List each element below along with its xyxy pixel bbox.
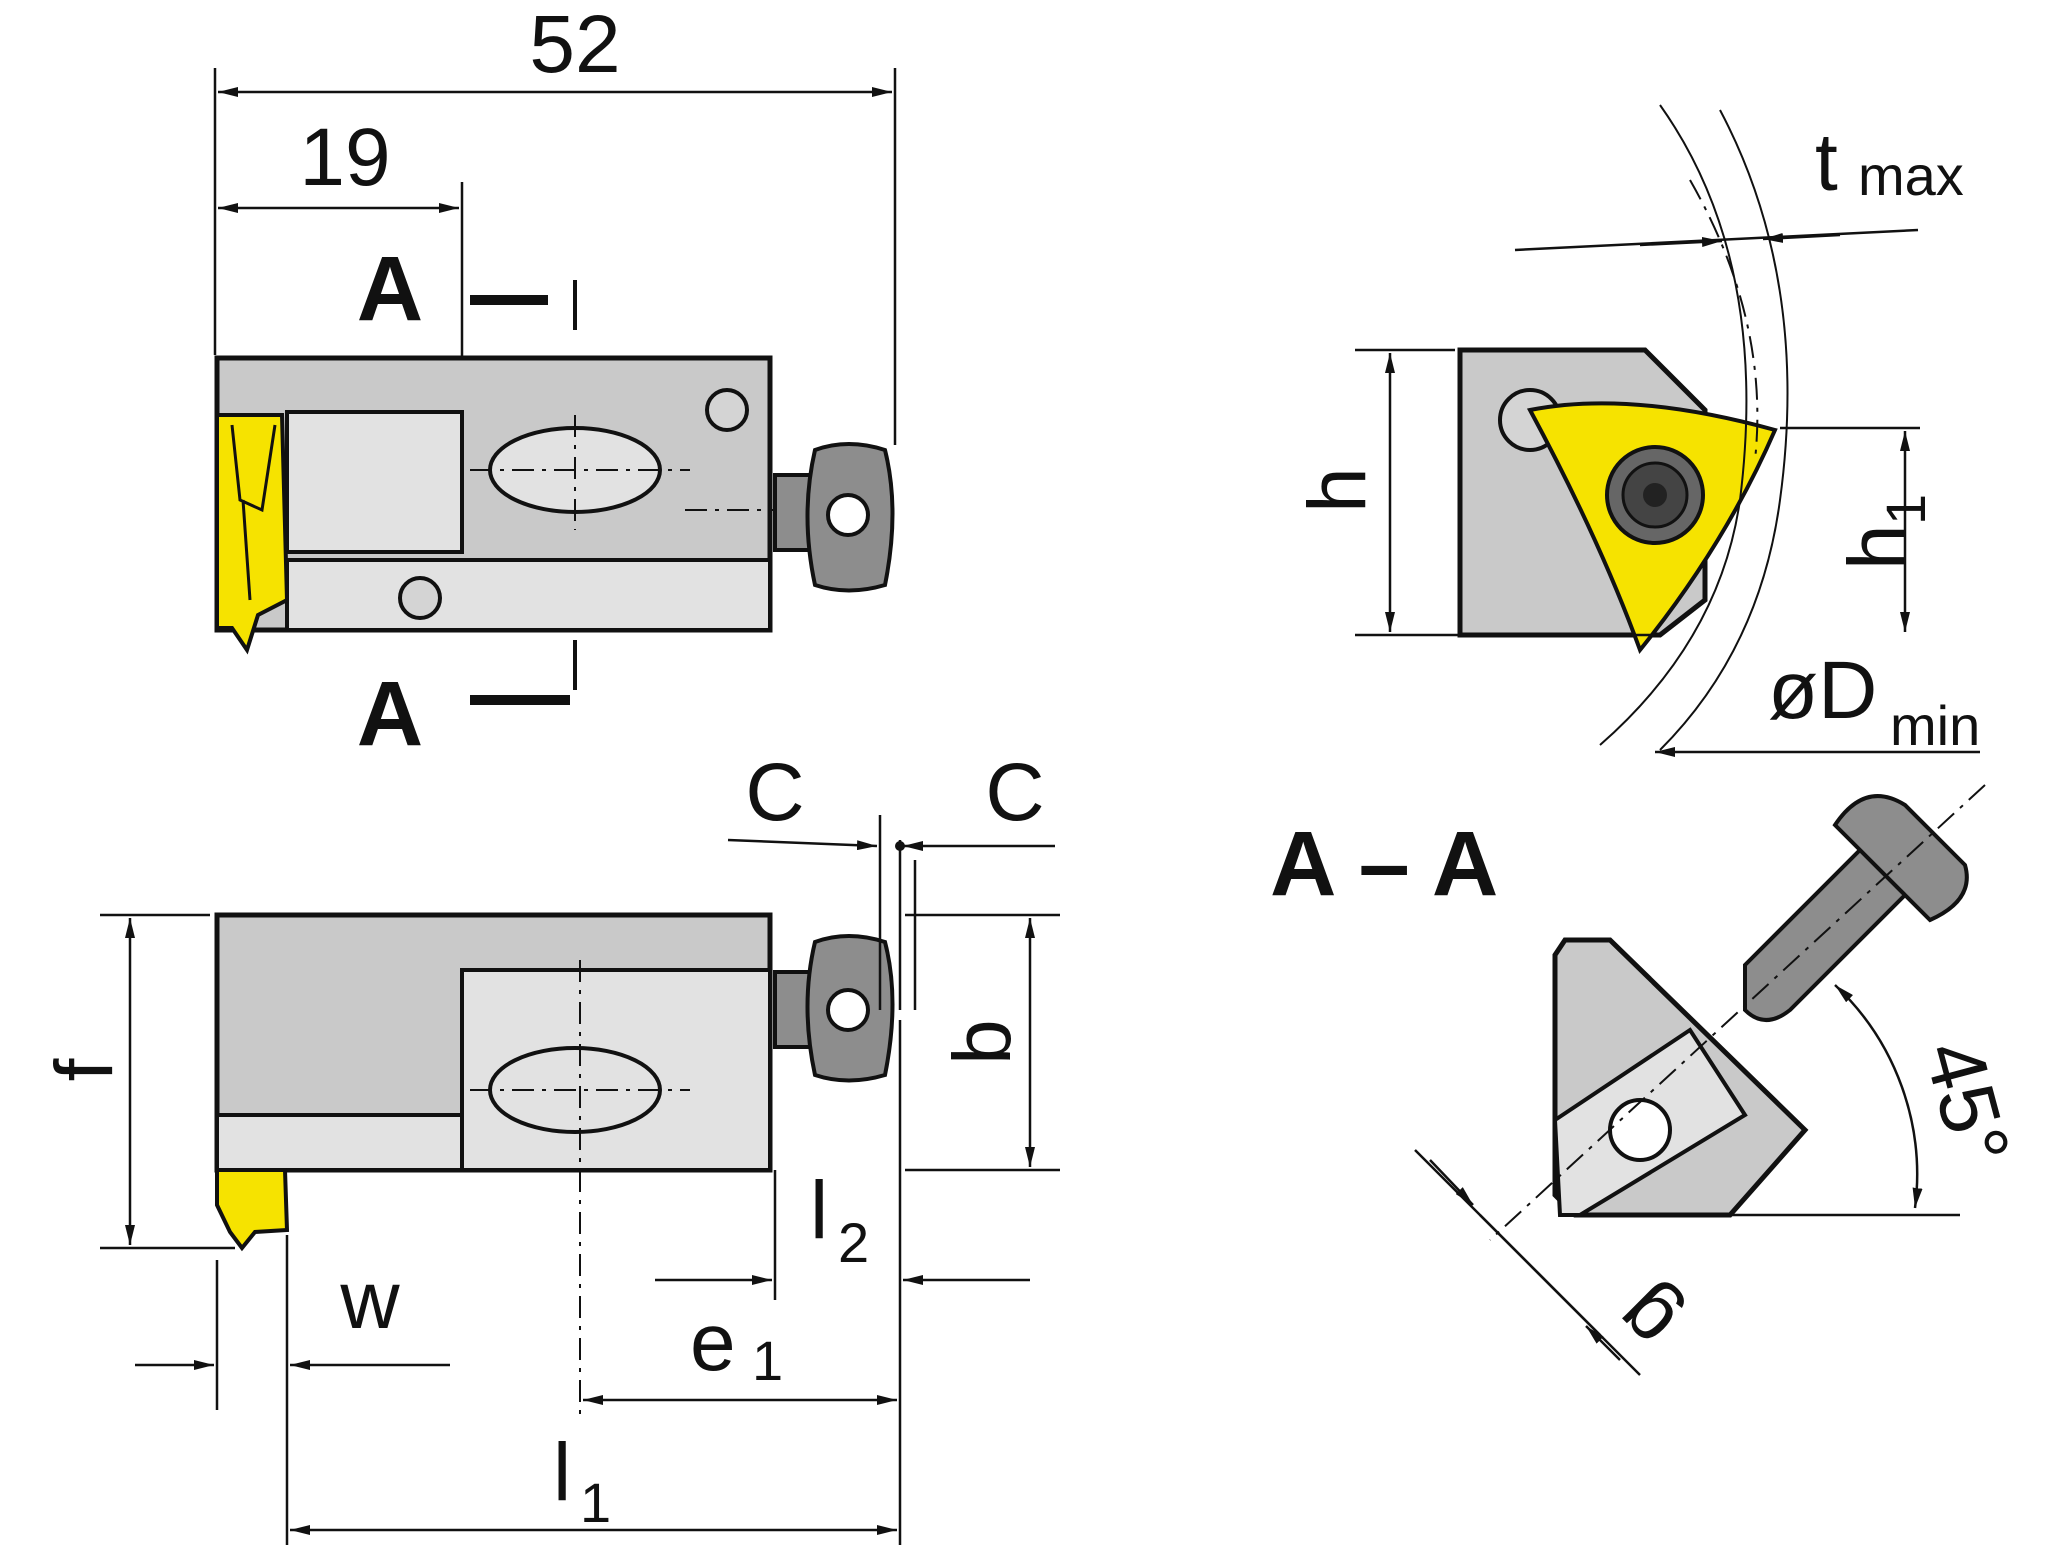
dimension-e1: e 1	[690, 1297, 783, 1392]
svg-text:1: 1	[580, 1471, 611, 1534]
insert-edge	[230, 424, 277, 601]
dimension-c-left: C	[745, 747, 804, 838]
dimension-l1: l 1	[553, 1427, 611, 1534]
section-marker-a-top: A	[357, 238, 423, 340]
workpiece-arc	[1689, 179, 1759, 461]
screw-axis	[1489, 784, 1986, 1241]
threading-insert	[215, 413, 290, 655]
svg-text:e: e	[690, 1297, 736, 1388]
workpiece-arc	[1599, 104, 1748, 746]
svg-text:l: l	[810, 1165, 828, 1256]
svg-text:min: min	[1890, 694, 1980, 757]
lower-strip	[215, 1113, 464, 1172]
dimension-dmin: øD min	[1768, 645, 1980, 757]
dimension-h: h	[1292, 467, 1383, 513]
svg-text:h: h	[1832, 524, 1923, 570]
screw-hole	[826, 493, 870, 537]
svg-text:1: 1	[752, 1329, 783, 1392]
dimension-f: f	[39, 1058, 130, 1081]
svg-text:max: max	[1858, 144, 1964, 207]
dimension-line-g	[1585, 1325, 1621, 1361]
extension-line	[1479, 1214, 1601, 1336]
dimension-52: 52	[529, 0, 620, 90]
angle-45: 45°	[1907, 1031, 2027, 1174]
screw-hole	[826, 988, 870, 1032]
front-view: f b C C l 2 w e 1	[39, 747, 1060, 1545]
lower-bar	[285, 558, 772, 632]
dimension-c-right: C	[985, 747, 1044, 838]
workpiece-arc	[1659, 109, 1789, 751]
section-hole	[1608, 1098, 1672, 1162]
dimension-l2: l 2	[810, 1165, 869, 1274]
screw-hole	[705, 388, 749, 432]
screw-hole	[398, 576, 442, 620]
section-marker-a-bottom: A	[357, 663, 423, 765]
angle-arc	[1834, 984, 1923, 1209]
dimension-19: 19	[299, 112, 390, 203]
section-title: A – A	[1270, 813, 1498, 915]
dimension-line-c	[727, 838, 878, 851]
clamp-plate	[285, 410, 464, 554]
svg-text:l: l	[553, 1427, 571, 1518]
top-view: 52 19 A A	[213, 0, 897, 765]
screw-head	[1832, 794, 1969, 923]
dimension-line-tmax	[1639, 236, 1723, 247]
screw-shank	[1743, 847, 1908, 1022]
dimension-w: w	[339, 1255, 400, 1346]
dimension-tmax: t max	[1815, 117, 1964, 208]
dimension-line-g	[1429, 1159, 1474, 1206]
svg-text:øD: øD	[1768, 645, 1877, 736]
threading-insert-front	[215, 1168, 290, 1252]
dimension-line-tmax	[1762, 232, 1841, 243]
screw-center	[1643, 483, 1667, 507]
insert-view: h h 1 t max øD min	[1292, 104, 1980, 757]
dimension-h1: h 1	[1832, 494, 1937, 570]
section-view-aa: A – A 45° g	[1270, 784, 2027, 1376]
dimension-dot	[895, 841, 905, 851]
dimension-b: b	[937, 1019, 1028, 1065]
svg-text:2: 2	[838, 1211, 869, 1274]
svg-text:t: t	[1815, 117, 1838, 208]
svg-text:1: 1	[1874, 494, 1937, 525]
